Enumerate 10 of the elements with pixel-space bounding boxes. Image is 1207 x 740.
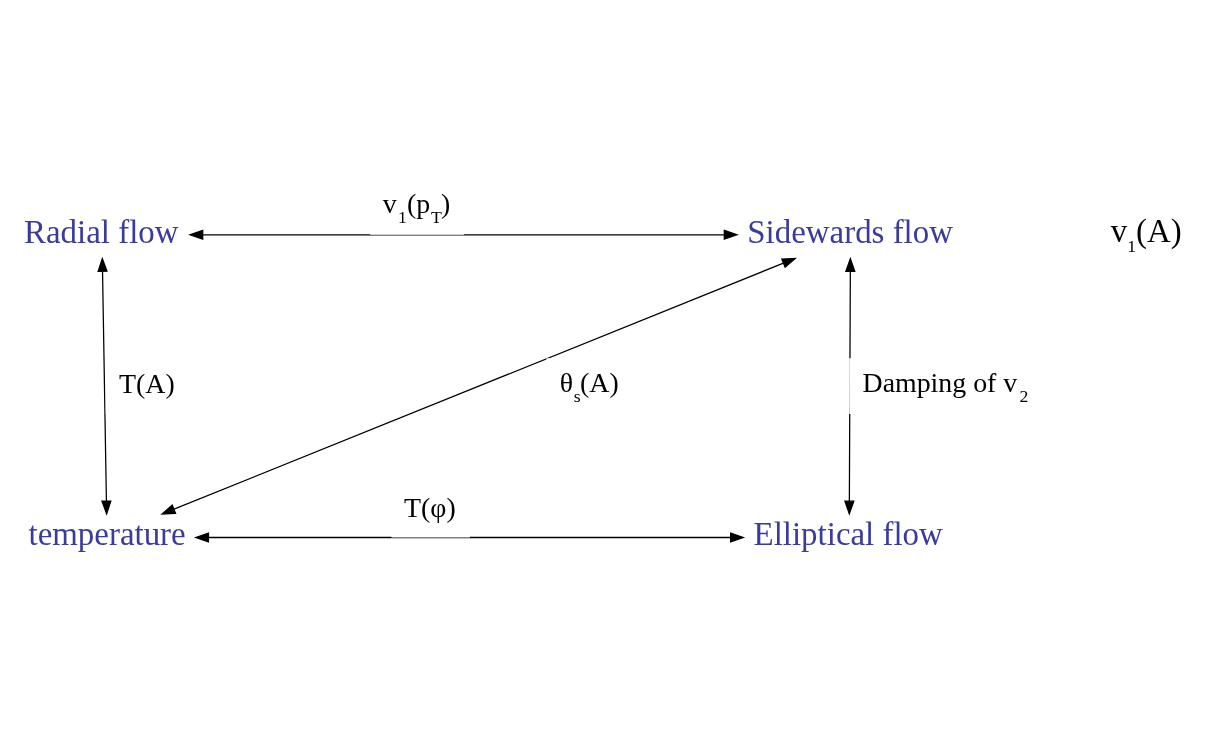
node-text: Elliptical flow — [753, 516, 943, 553]
edge-label: T(φ) — [404, 491, 456, 523]
edge-label: θ$_{s}$(A) — [559, 366, 619, 406]
node-text: Radial flow — [24, 213, 179, 250]
edge-label: v$_{1}$(p$_{T}$) — [382, 187, 451, 227]
node-text: Sidewards flow — [747, 213, 953, 250]
edge-label: T(A) — [119, 368, 175, 400]
edge-label: Damping of v$_{2}$ — [862, 366, 1029, 406]
label: v$_{1}$(A) — [1110, 212, 1182, 256]
node-text: temperature — [28, 516, 186, 553]
